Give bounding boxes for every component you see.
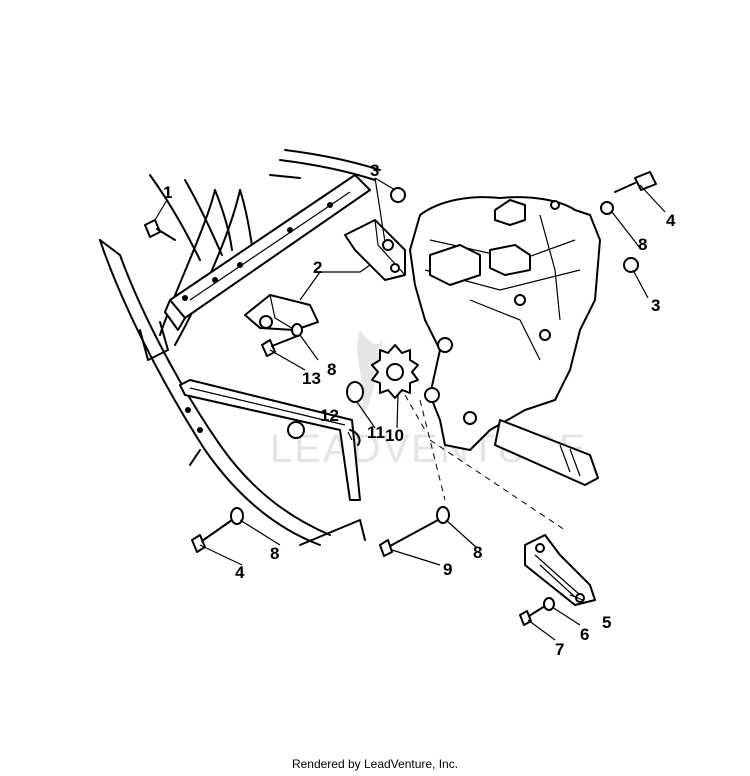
callout-3-top: 3 xyxy=(370,161,379,180)
callout-4-lower: 4 xyxy=(235,563,245,582)
callout-4-right: 4 xyxy=(666,211,676,230)
callout-12: 12 xyxy=(320,406,339,425)
callout-9: 9 xyxy=(443,560,452,579)
leader-lines xyxy=(154,177,666,641)
brace-plate xyxy=(179,379,361,501)
snap-ring xyxy=(346,381,364,403)
angle-rail xyxy=(164,174,371,331)
callout-11: 11 xyxy=(367,423,385,442)
callout-6: 6 xyxy=(580,625,589,644)
callout-8-lower-left: 8 xyxy=(270,544,279,563)
chain-guard xyxy=(524,534,596,606)
callout-7: 7 xyxy=(555,640,564,659)
alignment-lines xyxy=(404,394,566,531)
render-credit: Rendered by LeadVenture, Inc. xyxy=(291,757,459,771)
callout-8-right: 8 xyxy=(638,235,647,254)
transmission xyxy=(409,196,601,486)
callout-8-lower-right: 8 xyxy=(473,543,482,562)
sprocket xyxy=(371,344,419,399)
callout-5: 5 xyxy=(602,613,611,632)
callout-13: 13 xyxy=(302,369,321,388)
callout-3-right: 3 xyxy=(651,296,660,315)
frame xyxy=(99,149,381,546)
callout-8-mid: 8 xyxy=(327,360,336,379)
callout-10: 10 xyxy=(385,426,404,445)
callout-1: 1 xyxy=(163,183,172,202)
hardware xyxy=(144,171,657,626)
callout-labels: 1 2 3 3 4 4 5 6 7 8 8 8 8 9 10 11 12 13 xyxy=(163,161,676,659)
callout-2: 2 xyxy=(313,258,322,277)
key-clip xyxy=(349,429,361,446)
mount-bracket-lower xyxy=(244,294,319,331)
mount-bracket-upper xyxy=(344,219,406,281)
